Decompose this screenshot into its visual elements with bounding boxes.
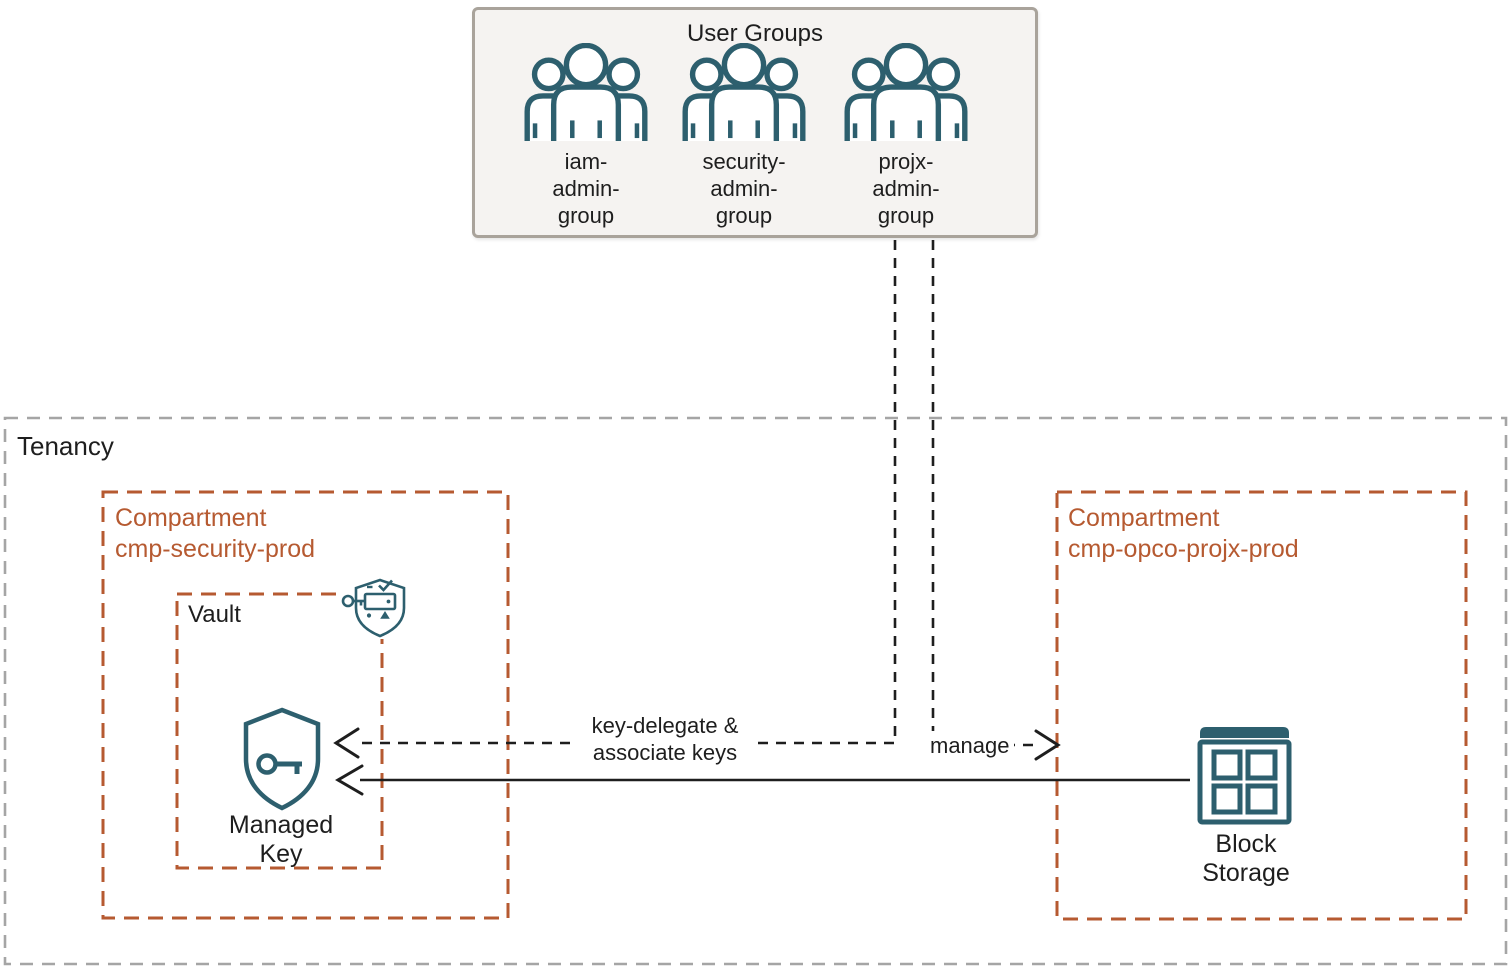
user-group-icon <box>841 43 971 141</box>
compartment-security-title: Compartment cmp-security-prod <box>115 504 316 563</box>
managed-key-icon <box>243 707 321 811</box>
block-storage-icon <box>1197 727 1292 825</box>
key-delegate-line <box>356 240 897 745</box>
tenancy-label: Tenancy <box>17 431 114 461</box>
user-group-label-security: security- admin- group <box>702 149 786 228</box>
vault-icon <box>341 577 407 639</box>
user-group-icon <box>521 43 651 141</box>
key-delegate-label: key-delegate & associate keys <box>572 712 758 766</box>
block-storage-arrowhead <box>335 764 364 796</box>
manage-label: manage <box>926 732 1014 759</box>
user-group-iam-admin: iam- admin- group <box>521 43 651 229</box>
vault-label: Vault <box>188 601 241 628</box>
user-group-icon <box>679 43 809 141</box>
user-group-label-iam: iam- admin- group <box>552 149 620 228</box>
user-group-label-projx: projx- admin- group <box>872 149 940 228</box>
user-group-projx-admin: projx- admin- group <box>841 43 971 229</box>
user-groups-box: User Groups iam- admin- group security- … <box>472 7 1038 238</box>
user-groups-title: User Groups <box>686 20 824 47</box>
managed-key-label: Managed Key <box>228 811 334 868</box>
compartment-projx-title: Compartment cmp-opco-projx-prod <box>1068 504 1299 563</box>
user-group-security-admin: security- admin- group <box>679 43 809 229</box>
block-storage-label: Block Storage <box>1202 830 1290 887</box>
manage-arrowhead <box>1034 729 1061 761</box>
key-delegate-arrowhead <box>333 727 360 759</box>
